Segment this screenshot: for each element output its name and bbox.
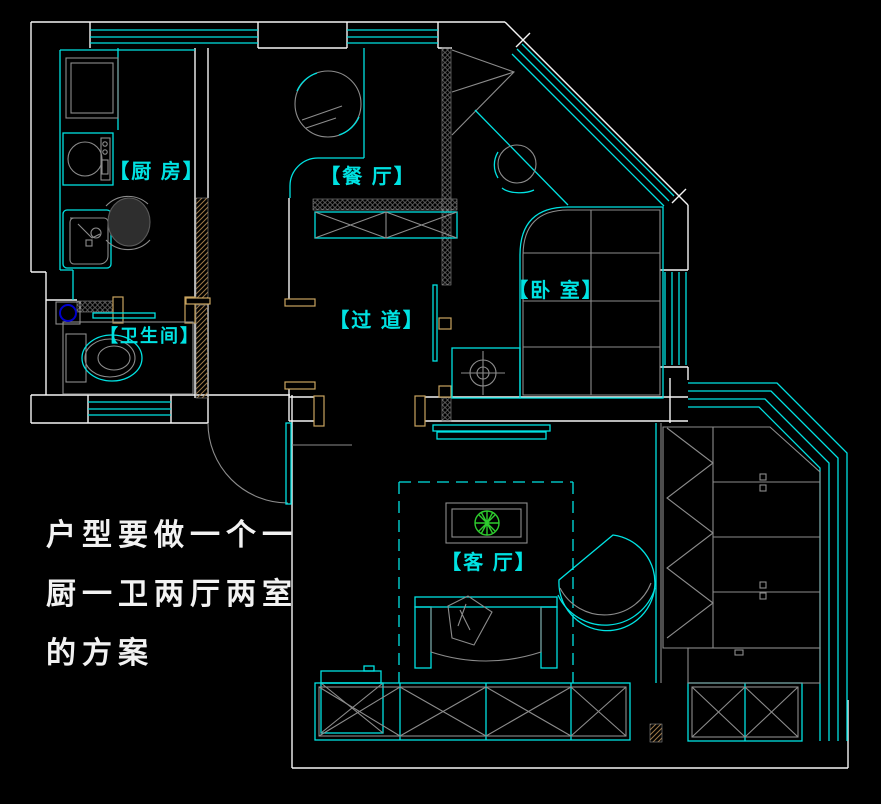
desk-chair [493, 144, 537, 194]
crosshair-icon [461, 351, 505, 395]
bathroom-wall-window [88, 401, 171, 416]
window-sill-band [314, 682, 631, 741]
plant-table [445, 502, 528, 544]
room-label-bedroom: 【卧 室】 [508, 278, 604, 302]
top-window-right [347, 29, 438, 44]
bedroom-door-leaf [432, 284, 438, 362]
room-label-bathroom: 【卫生间】 [100, 325, 200, 346]
dining-counter [289, 48, 365, 198]
corner-desk [451, 49, 569, 206]
plant-icon [474, 510, 500, 536]
kitchen-chair [105, 195, 151, 251]
carpet-dashed-outline [398, 481, 574, 683]
window-sill-band-right [687, 682, 803, 742]
kitchen [59, 48, 195, 300]
balcony [655, 423, 821, 684]
bathroom [55, 301, 194, 395]
curved-armchair [557, 534, 656, 632]
annotation-line-3: 的方案 [46, 637, 154, 670]
wardrobe [662, 426, 821, 649]
bedside-rug [451, 347, 521, 399]
annotation-line-2: 厨一卫两厅两室 [46, 578, 298, 611]
top-window-left [90, 29, 258, 44]
hanging-rail-zigzag [666, 427, 714, 639]
room-label-dining: 【餐 厅】 [320, 164, 416, 188]
dining-table [294, 70, 362, 138]
entry-door [207, 422, 292, 505]
room-label-kitchen: 【厨 房】 [109, 159, 205, 183]
balcony-cabinet [687, 647, 821, 684]
hatched-walls [76, 47, 663, 743]
room-label-hallway: 【过 道】 [329, 308, 425, 332]
doorway-threshold [432, 424, 551, 440]
stove [62, 132, 114, 186]
toilet [65, 333, 143, 383]
plan-annotation: 户型要做一个一 厨一卫两厅两室 的方案 [46, 506, 298, 683]
dining [289, 48, 458, 239]
shoe-cabinet [320, 665, 384, 734]
bedroom-door [432, 284, 438, 362]
bed [519, 206, 664, 399]
dining-cabinet [314, 211, 458, 239]
kitchen-sink [62, 209, 112, 269]
bathroom-sliding-door [92, 312, 156, 319]
fridge [65, 57, 119, 119]
entry-door-leaf [285, 422, 292, 505]
room-label-living: 【客 厅】 [441, 550, 537, 574]
sofa [414, 595, 558, 669]
living-room [292, 424, 803, 742]
annotation-line-1: 户型要做一个一 [46, 519, 298, 552]
door-frames [112, 296, 452, 427]
bedroom [451, 206, 664, 399]
diagonal-window [511, 43, 675, 207]
washing-drain [55, 301, 81, 325]
entry-door-swing-arc [207, 422, 289, 504]
bedroom-side-window [664, 272, 687, 365]
